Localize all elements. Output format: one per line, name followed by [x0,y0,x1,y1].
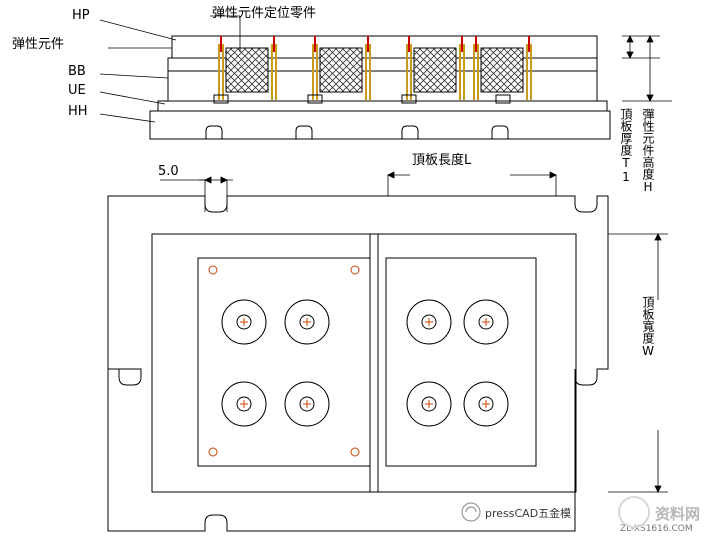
dimension-lines [160,35,672,493]
dimension-top-plate-width: 頂板寬度W [641,296,655,358]
watermark-logo: 资料网 [655,505,701,523]
watermark-presscad: pressCAD五金模 [485,507,572,520]
label-spring-locating-part: 弹性元件定位零件 [212,6,317,21]
label-bb: BB [68,64,86,79]
label-hh: HH [68,104,88,119]
plan-view [107,195,609,532]
dimension-5-0: 5.0 [158,164,179,179]
section-view-top [99,15,611,140]
dimension-spring-height: 彈性元件高度H [641,108,655,194]
dimension-top-plate-thickness: 頂板厚度T1 [619,108,633,184]
label-spring-element: 弹性元件 [12,37,65,52]
watermark-url: ZL-XS1616.COM [620,524,693,534]
dimension-top-plate-length: 頂板長度L [412,153,472,168]
label-ue: UE [68,83,86,98]
label-hp: HP [72,8,90,23]
